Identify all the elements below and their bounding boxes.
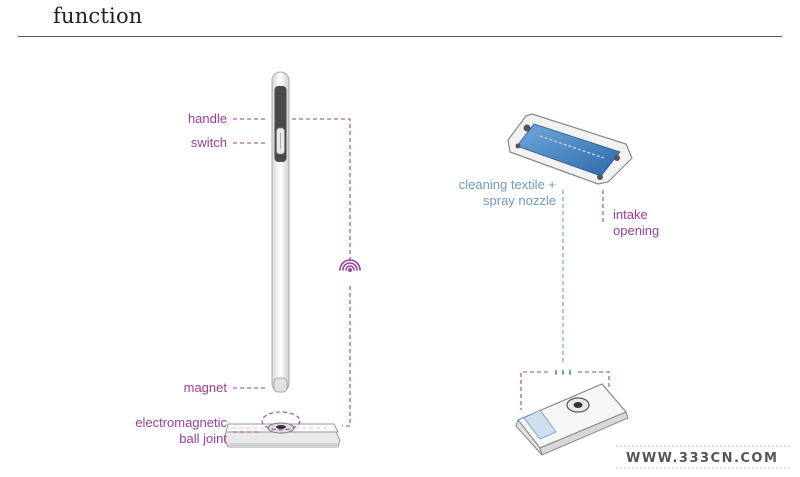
- wireless-signal-icon: [339, 259, 361, 272]
- magnet-part: [273, 377, 288, 393]
- water-drops-icon: [554, 369, 572, 376]
- label-ball-joint-1: electromagnetic: [135, 415, 227, 430]
- page-title: function: [53, 4, 143, 28]
- callout-lines-left: [233, 118, 351, 433]
- label-switch: switch: [190, 135, 227, 150]
- watermark-underline: [616, 445, 790, 469]
- label-intake-1: intake: [613, 207, 648, 222]
- label-intake-2: opening: [613, 223, 660, 238]
- label-textile-1: cleaning textile +: [458, 177, 556, 192]
- label-magnet: magnet: [183, 380, 227, 395]
- callout-lines-right: [520, 190, 610, 410]
- mop-pole: [271, 71, 290, 393]
- label-ball-joint-2: ball joint: [179, 431, 227, 446]
- label-handle: handle: [187, 111, 227, 126]
- mop-base: [223, 422, 341, 448]
- cleaning-pad-top: [507, 113, 633, 185]
- watermark: WWW.333CN.COM: [626, 451, 779, 466]
- title-rule: [18, 36, 782, 37]
- label-textile-2: spray nozzle: [483, 193, 556, 208]
- cleaning-pad-bottom: [515, 383, 629, 456]
